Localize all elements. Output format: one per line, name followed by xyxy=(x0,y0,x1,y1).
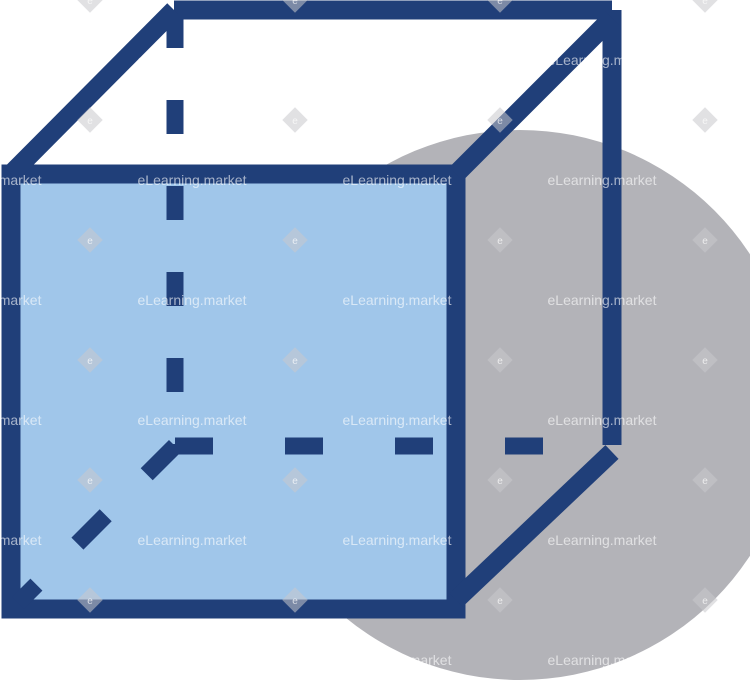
watermark-text: eLearning.market xyxy=(548,292,657,308)
watermark-badge: e xyxy=(292,596,298,607)
watermark-diamond xyxy=(692,0,718,13)
watermark-badge: e xyxy=(497,476,503,487)
watermark-diamond xyxy=(282,587,308,613)
watermark-badge: e xyxy=(497,356,503,367)
watermark-text: eLearning.market xyxy=(343,52,452,68)
watermark-badge: e xyxy=(702,0,708,7)
watermark-text: eLearning.market xyxy=(138,532,247,548)
top-left-diagonal-edge xyxy=(4,3,181,181)
watermark-text: eLearning.market xyxy=(0,652,42,668)
watermark-badge: e xyxy=(87,236,93,247)
watermark-text: eLearning.market xyxy=(343,652,452,668)
watermark-badge: e xyxy=(292,0,298,7)
watermark-badge: e xyxy=(702,476,708,487)
watermark-diamond xyxy=(77,0,103,13)
watermark-badge: e xyxy=(497,0,503,7)
watermark-text: eLearning.market xyxy=(138,172,247,188)
watermark-diamond xyxy=(692,467,718,493)
watermark-diamond xyxy=(692,587,718,613)
watermark-diamond xyxy=(487,0,513,13)
hidden-bottom-left-diagonal xyxy=(11,439,182,610)
watermark-badge: e xyxy=(87,596,93,607)
front-face-outline xyxy=(1,164,466,619)
watermark-text: eLearning.market xyxy=(548,652,657,668)
watermark-diamond xyxy=(692,227,718,253)
cube-edges xyxy=(1,0,622,619)
watermark-text: eLearning.market xyxy=(548,172,657,188)
watermark-badge: e xyxy=(87,356,93,367)
watermark-text: eLearning.market xyxy=(548,532,657,548)
watermark-diamond xyxy=(282,0,308,13)
watermark-badge: e xyxy=(497,236,503,247)
watermark-diamond xyxy=(282,227,308,253)
watermark-text: eLearning.market xyxy=(0,172,42,188)
watermark-badge: e xyxy=(292,116,298,127)
cube-hidden-edges xyxy=(11,14,605,610)
watermark-diamond xyxy=(487,467,513,493)
watermark-diamond xyxy=(692,107,718,133)
watermark-diamond xyxy=(692,347,718,373)
watermark-text: eLearning.market xyxy=(138,52,247,68)
watermark-text: eLearning.market xyxy=(343,412,452,428)
watermark-text: eLearning.market xyxy=(138,292,247,308)
bottom-right-diagonal-edge xyxy=(449,445,619,607)
watermark-diamond xyxy=(487,107,513,133)
watermark-text: eLearning.market xyxy=(0,532,42,548)
watermark-badge: e xyxy=(702,116,708,127)
watermark-badge: e xyxy=(292,476,298,487)
watermark-badge: e xyxy=(292,236,298,247)
watermark-badge: e xyxy=(497,116,503,127)
watermark-diamond xyxy=(487,227,513,253)
watermark-text: eLearning.market xyxy=(0,52,42,68)
watermark-text: eLearning.market xyxy=(0,292,42,308)
watermark-badge: e xyxy=(87,476,93,487)
watermark-diamond xyxy=(77,107,103,133)
watermark-badge: e xyxy=(87,0,93,7)
top-right-diagonal-edge xyxy=(449,11,619,181)
watermark-diamond xyxy=(487,347,513,373)
watermark-text: eLearning.market xyxy=(548,412,657,428)
watermark-diamond xyxy=(77,347,103,373)
watermark-diamond xyxy=(77,467,103,493)
watermark-text: eLearning.market xyxy=(343,172,452,188)
watermark-text: eLearning.market xyxy=(138,412,247,428)
watermark-badge: e xyxy=(702,236,708,247)
watermark-text: eLearning.market xyxy=(138,652,247,668)
watermark-diamond xyxy=(487,587,513,613)
watermark-text: eLearning.market xyxy=(0,412,42,428)
watermark-text: eLearning.market xyxy=(343,532,452,548)
watermark-text: eLearning.market xyxy=(548,52,657,68)
watermark-text: eLearning.market xyxy=(343,292,452,308)
watermark-diamond xyxy=(77,587,103,613)
watermark-diamond xyxy=(282,347,308,373)
watermark-badge: e xyxy=(87,116,93,127)
watermark-layer: e e e e eLearning.market eLearning.market eLea… xyxy=(0,0,718,668)
watermark-badge: e xyxy=(702,356,708,367)
watermark-badge: e xyxy=(497,596,503,607)
watermark-diamond xyxy=(282,467,308,493)
watermark-diamond xyxy=(282,107,308,133)
watermark-badge: e xyxy=(292,356,298,367)
watermark-badge: e xyxy=(702,596,708,607)
